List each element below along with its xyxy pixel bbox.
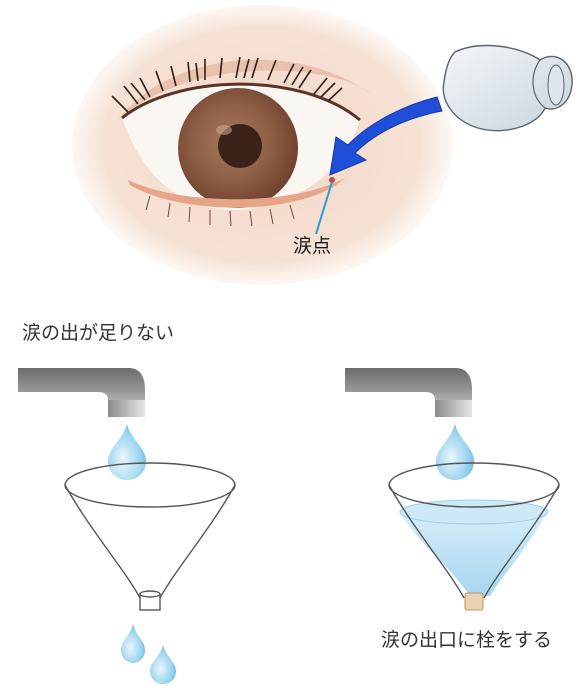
- left-panel-caption: 涙の出が足りない: [22, 318, 174, 345]
- punctal-plug-illustration: [443, 46, 572, 131]
- left-funnel: [65, 463, 235, 610]
- outlet-plug: [465, 593, 483, 610]
- punctum-label: 涙点: [293, 231, 331, 258]
- right-funnel: [389, 463, 559, 610]
- eye-illustration: [72, 5, 452, 285]
- left-leaking-drops: [121, 624, 176, 684]
- right-panel-caption: 涙の出口に栓をする: [381, 625, 552, 652]
- right-faucet: [345, 368, 472, 417]
- iris-highlight: [216, 125, 232, 135]
- right-falling-drop: [436, 424, 474, 480]
- left-faucet: [18, 368, 145, 417]
